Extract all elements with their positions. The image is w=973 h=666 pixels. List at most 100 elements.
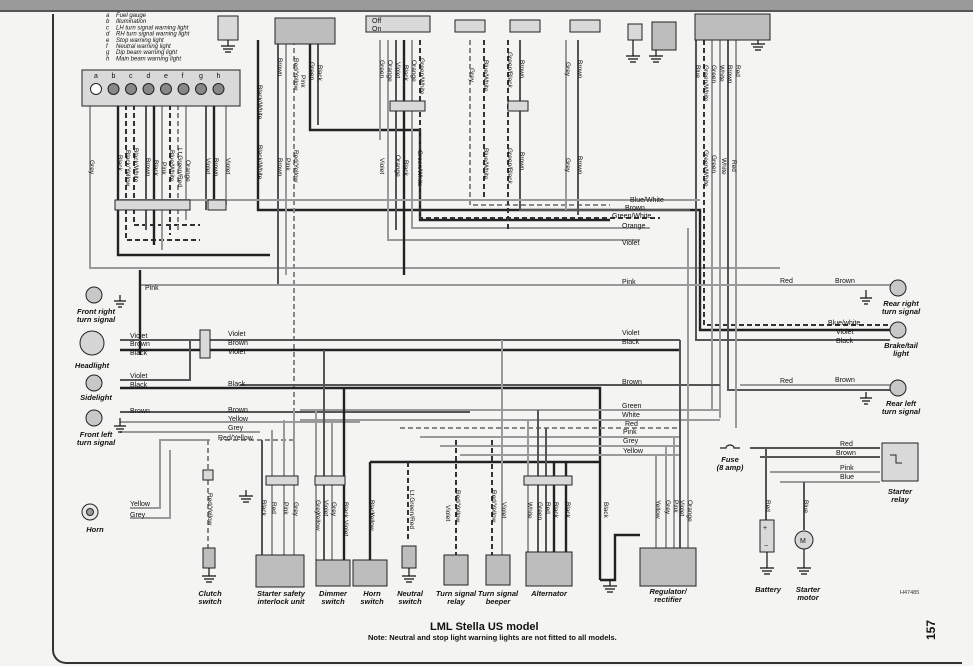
wire-label: Blue	[840, 474, 854, 481]
vertical-wire-label: Red	[544, 502, 551, 514]
indicator-bulb-icon	[195, 83, 207, 95]
svg-text:M: M	[800, 538, 806, 545]
wire-label: Red/Yellow	[218, 435, 254, 442]
turn-relay-box	[443, 554, 469, 586]
legend-item: Neutral warning light	[116, 44, 171, 50]
wire-label: Yellow	[130, 501, 151, 508]
vertical-wire-label: Brown	[518, 60, 525, 79]
vertical-wire-label: Black	[316, 65, 323, 82]
legend-key-b: b	[106, 19, 110, 25]
rear-right-turn-bulb-icon	[889, 279, 907, 297]
connector-block-dimmer	[314, 475, 346, 486]
wire-label: Violet	[622, 330, 639, 337]
rh-handlebar-switch	[454, 19, 486, 33]
switch-off-label: Off	[372, 18, 381, 25]
vertical-wire-label: Brown	[576, 60, 583, 79]
starter-relay-box	[881, 442, 919, 482]
wire-label: Red	[625, 421, 638, 428]
vertical-wire-label: Green	[378, 60, 385, 78]
legend-key-g: g	[106, 50, 110, 56]
vertical-wire-label: Grey	[564, 158, 571, 173]
bulb-letter-e: e	[164, 73, 168, 80]
wire-label: Brown	[622, 379, 642, 386]
bulb-letter-f: f	[182, 73, 184, 80]
cdi-unit	[694, 13, 771, 41]
vertical-wire-label: Orange	[184, 160, 191, 182]
wire-label: Black	[130, 350, 148, 357]
vertical-wire-label: Green	[308, 62, 315, 80]
vertical-wire-label: Violet	[444, 505, 451, 521]
legend-item: LH turn signal warning light	[116, 25, 189, 31]
svg-text:−: −	[764, 543, 768, 550]
wire-label: Red	[780, 278, 793, 285]
vertical-wire-label: Yellow	[654, 500, 661, 519]
vertical-wire-label: Brown	[144, 158, 151, 177]
legend-item: Dip beam warning light	[116, 50, 177, 56]
vertical-wire-label: Red/Yellow	[292, 150, 299, 183]
wire-label: Black	[836, 338, 854, 345]
vertical-wire-label: Grey	[664, 500, 671, 515]
wire-label: Violet	[130, 373, 147, 380]
headlight-bulb-icon	[79, 330, 105, 356]
wire-label: Brown	[625, 205, 645, 212]
vertical-wire-label: Black	[116, 155, 123, 172]
starter-safety-box	[255, 554, 305, 588]
vertical-wire-label: Blue/White	[482, 60, 489, 92]
connectors	[114, 100, 573, 486]
legend-key-e: e	[106, 38, 110, 44]
wire-label: Violet	[836, 329, 853, 336]
label-headlight: Headlight	[75, 361, 110, 370]
vertical-wire-label: Yellow	[368, 512, 375, 531]
legend-key-c: c	[106, 25, 109, 31]
wire-label: Grey	[130, 512, 146, 519]
legend-item: Stop warning light	[116, 38, 164, 44]
legend-key-a: a	[106, 13, 110, 19]
vertical-wire-label: Pink	[284, 158, 291, 171]
svg-text:+: +	[763, 525, 767, 532]
vertical-wire-label: Brown	[276, 158, 283, 177]
wire-label: Pink	[623, 429, 637, 436]
fuel-sender	[217, 15, 239, 41]
vertical-wire-label: Lt.Green/Red	[176, 148, 183, 187]
connector-block-alternator	[523, 475, 573, 486]
wire-label: Yellow	[228, 416, 249, 423]
light-switch	[274, 17, 336, 45]
wire-label: Brown	[835, 377, 855, 384]
page-frame	[52, 14, 962, 664]
vertical-wire-label: Black/White	[256, 145, 263, 180]
connector-block-left	[114, 199, 191, 211]
vertical-wire-label: Violet	[322, 500, 329, 516]
indicator-bulb-icon	[160, 83, 172, 95]
wire-label: Brown	[130, 408, 150, 415]
wire-label: White	[622, 412, 640, 419]
vertical-wire-label: Black	[552, 502, 559, 519]
connector-clutch	[202, 469, 214, 481]
vertical-wire-label: Green	[710, 65, 717, 83]
vertical-wire-label: Blue/White	[482, 148, 489, 180]
wire-label: Violet	[228, 331, 245, 338]
wire-label: Red	[780, 378, 793, 385]
left-lamps	[79, 286, 253, 521]
neutral-switch-box	[401, 545, 417, 569]
legend-item: RH turn signal warning light	[116, 32, 190, 38]
flasher-unit	[651, 21, 677, 51]
brake-tail-bulb-icon	[889, 321, 907, 339]
vertical-wire-label: Red	[734, 65, 741, 77]
vertical-wire-label: Red	[764, 500, 771, 512]
legend-item: Illumination	[116, 19, 147, 25]
legend-key-h: h	[106, 56, 110, 62]
legend-key-f: f	[106, 44, 109, 50]
vertical-wire-label: Red/Yellow	[292, 58, 299, 91]
wire-label: Violet	[228, 349, 245, 356]
vertical-wire-label: Violet	[378, 158, 385, 174]
wire-label: Pink	[145, 285, 159, 292]
vertical-wire-label: Orange	[394, 155, 401, 177]
vertical-wire-label: Orange	[386, 60, 393, 82]
vertical-wire-label: Blue	[802, 500, 809, 513]
